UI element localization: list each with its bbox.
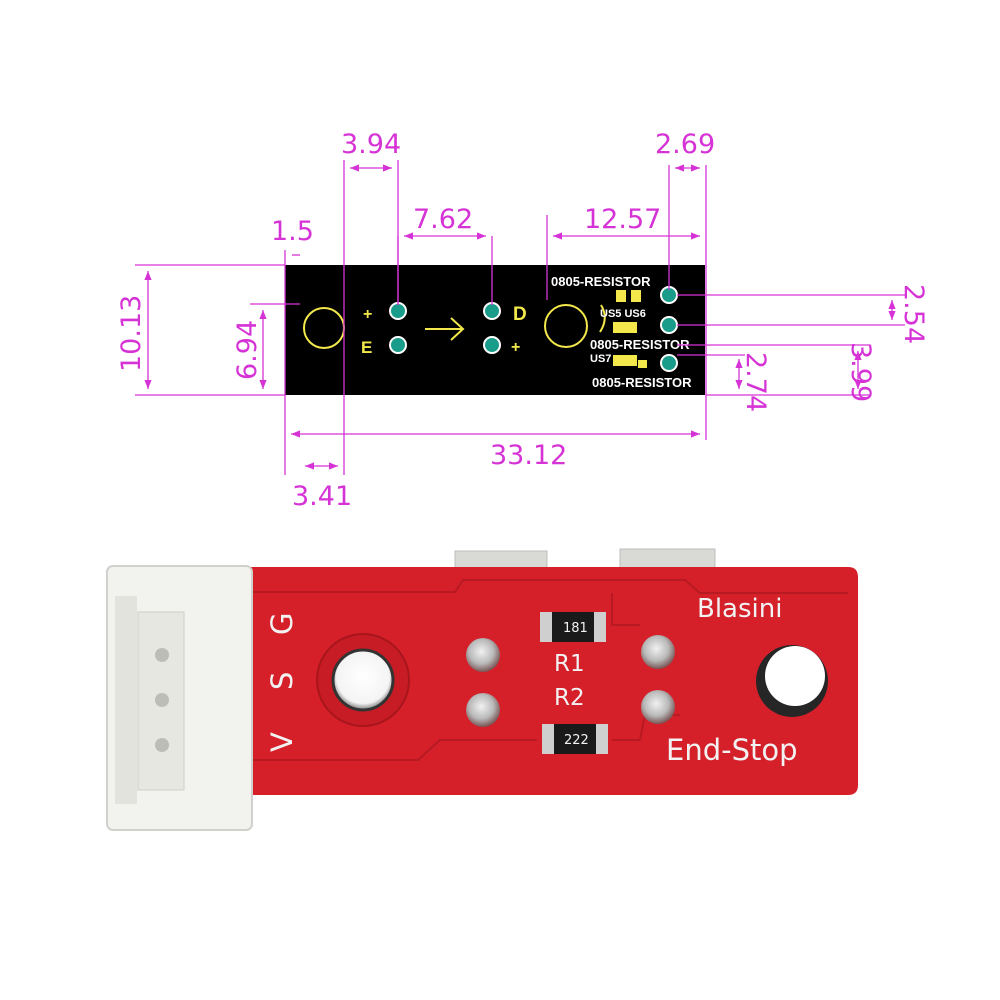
dim-33-12: 33.12 [490,440,567,471]
r1-label: R1 [554,651,585,677]
dim-1-5: 1.5 [271,216,314,247]
board-pad [641,690,675,724]
resistor-r2: 222 [542,724,608,754]
us7-label: US7 [590,353,611,365]
pcb-red [230,567,858,795]
silk-pad [631,290,641,302]
pad-bottom-mid [483,336,501,354]
resistor-label-mid: 0805-RESISTOR [590,337,690,352]
board-mount-hole-left-inner [331,648,395,712]
dim-10-13: 10.13 [116,295,147,372]
connector-pin [155,738,169,752]
e-label: E [361,338,372,357]
silk-pad [638,360,647,368]
dim-2-74: 2.74 [740,352,771,412]
board-pad [466,638,500,672]
pad-bottom-left [389,336,407,354]
jst-connector-lip [115,596,137,804]
silk-pad [613,322,637,333]
board-pad [466,693,500,727]
r1-code: 181 [563,621,588,636]
pin-label-s: S [265,672,299,690]
pcb-trace [252,739,537,761]
board-mount-hole-right-inner [765,646,825,706]
dimension-lines [144,164,896,470]
dim-2-54: 2.54 [898,284,929,344]
mount-hole-right [544,304,588,348]
pad-right-2 [660,316,678,334]
d-label: D [513,304,527,325]
dim-6-94: 6.94 [232,320,263,380]
dim-3-41: 3.41 [292,481,352,512]
dim-3-99: 3.99 [845,342,876,402]
pin-label-g: G [265,613,299,635]
dim-2-69: 2.69 [655,129,715,160]
resistor-label-bottom: 0805-RESISTOR [592,375,692,390]
pcb-trace [245,579,848,594]
plus-left-label: + [363,306,372,323]
board-pad [641,635,675,669]
pcb-trace [611,593,640,626]
silk-pad [613,355,637,366]
brand-label: Blasini [697,594,782,624]
connector-pin [155,648,169,662]
r2-code: 222 [564,733,589,748]
dimension-drawing: + E D + 0805-RESISTOR US5 US6 0805-RESIS… [116,129,929,512]
r2-label: R2 [554,685,585,711]
us5-us6-label: US5 US6 [600,308,646,320]
pad-top-left [389,302,407,320]
silk-arc [599,304,606,333]
endstop-board-photo: V S G 181 222 R1 R2 Blasini End- [106,548,858,831]
silk-pad [616,290,626,302]
pad-top-mid [483,302,501,320]
resistor-r1: 181 [540,612,606,642]
plus-right-label: + [511,339,520,356]
pin-label-v: V [265,732,299,752]
resistor-label-top: 0805-RESISTOR [551,274,651,289]
dim-3-94: 3.94 [341,129,401,160]
direction-arrow [425,317,465,341]
dim-12-57: 12.57 [584,204,661,235]
connector-pin [155,693,169,707]
extension-lines [135,160,905,475]
endstop-label: End-Stop [666,733,798,767]
dim-7-62: 7.62 [413,204,473,235]
pad-right-3 [660,354,678,372]
